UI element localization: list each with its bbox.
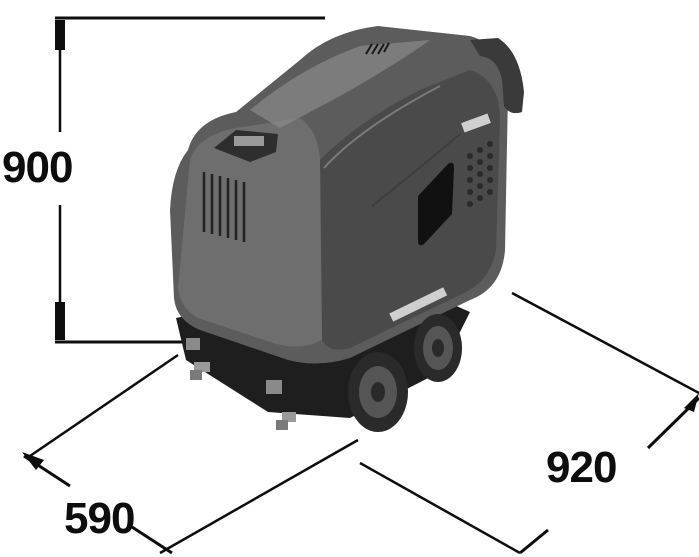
water-inlet xyxy=(276,412,296,430)
front-grille xyxy=(202,172,246,242)
side-vent xyxy=(467,141,493,207)
width-extension-line-back xyxy=(511,291,699,395)
body-contour-line xyxy=(371,133,461,207)
side-window xyxy=(418,162,454,246)
depth-extension-line-back xyxy=(29,353,179,458)
control-display xyxy=(234,136,264,146)
front-wheel xyxy=(348,352,408,432)
height-label: 900 xyxy=(2,143,73,192)
width-top-arrow xyxy=(684,393,699,412)
width-dimension-line-lower xyxy=(519,528,549,555)
body-side-panel xyxy=(320,70,500,350)
width-label: 920 xyxy=(546,443,617,492)
body-front-face xyxy=(178,118,322,347)
pressure-washer xyxy=(170,26,524,432)
height-dimension xyxy=(55,16,325,344)
body-top-highlight xyxy=(250,40,430,128)
depth-left-arrow xyxy=(22,452,44,470)
top-vent xyxy=(365,42,390,55)
base-label xyxy=(186,338,200,350)
rear-wheel xyxy=(414,314,462,382)
body-contour-line xyxy=(323,85,441,169)
depth-dimension xyxy=(22,353,359,555)
handle xyxy=(470,38,524,114)
model-badge xyxy=(389,287,448,322)
depth-label: 590 xyxy=(64,494,135,543)
width-dimension xyxy=(359,291,699,555)
height-top-arrow xyxy=(55,20,65,50)
base-label xyxy=(266,380,282,394)
depth-dimension-line-right xyxy=(131,525,173,555)
water-outlet xyxy=(190,362,210,380)
depth-extension-line-front xyxy=(159,438,359,555)
logo-badge xyxy=(461,113,491,133)
width-extension-line-front xyxy=(359,461,521,555)
height-bottom-arrow xyxy=(55,302,65,340)
